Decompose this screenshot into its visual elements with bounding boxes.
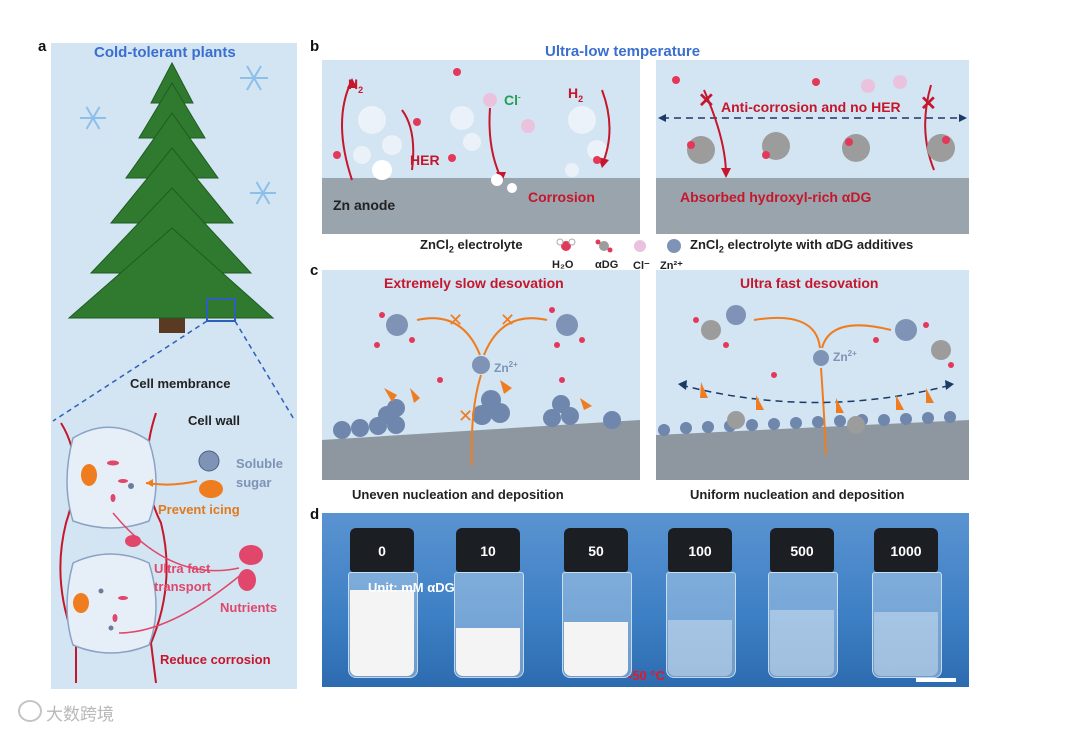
electrolyte-right-label: ZnCl2 electrolyte with αDG additives (690, 237, 913, 255)
panel-c-left-scene: ✕ ✕ ✕ (322, 270, 640, 480)
svg-text:✕: ✕ (458, 406, 473, 426)
transport-label-2: transport (154, 579, 211, 594)
cell-membrane-label: Cell membrance (130, 376, 230, 391)
watermark-text: 大数跨境 (46, 700, 114, 725)
svg-text:✕: ✕ (448, 310, 463, 330)
panel-a-label: a (38, 38, 46, 55)
panel-c-right-scene (656, 270, 969, 480)
uneven-deposition-caption: Uneven nucleation and deposition (352, 487, 564, 502)
vial-contents (564, 622, 628, 676)
soluble-sugar-label-1: Soluble (236, 456, 283, 471)
panel-b-title: Ultra-low temperature (545, 43, 700, 60)
her-label: HER (410, 152, 440, 168)
absorbed-adg-label: Absorbed hydroxyl-rich αDG (680, 189, 871, 205)
fast-desolvation-title: Ultra fast desovation (740, 275, 878, 291)
vial-concentration-label: 1000 (874, 543, 938, 559)
cl-label: Cl- (504, 92, 521, 108)
transport-label-1: Ultra fast (154, 561, 210, 576)
temperature-label: -50 °C (628, 668, 665, 683)
vial-contents (350, 590, 414, 676)
watermark-logo-icon (18, 700, 42, 722)
zn-ion-right-label: Zn2+ (833, 349, 857, 364)
vial-contents (668, 620, 732, 676)
soluble-sugar-label-2: sugar (236, 475, 271, 490)
vial-contents (770, 610, 834, 676)
vial-concentration-label: 50 (564, 543, 628, 559)
corrosion-label: Corrosion (528, 189, 595, 205)
cell-wall-label: Cell wall (188, 413, 240, 428)
slow-desolvation-title: Extremely slow desovation (384, 275, 564, 291)
vial-concentration-label: 0 (350, 543, 414, 559)
panel-d-label: d (310, 506, 319, 523)
nutrients-label: Nutrients (220, 600, 277, 615)
electrolyte-left-label: ZnCl2 electrolyte (420, 237, 523, 255)
vial-concentration-label: 500 (770, 543, 834, 559)
prevent-icing-label: Prevent icing (158, 502, 240, 517)
reduce-corrosion-label: Reduce corrosion (160, 652, 271, 667)
vial-concentration-label: 100 (668, 543, 732, 559)
pine-tree-foliage (69, 63, 273, 318)
h2-left-label: H2 (348, 76, 363, 95)
panel-b-label: b (310, 38, 319, 55)
scale-bar (916, 678, 956, 682)
panel-c-label: c (310, 262, 318, 279)
unit-label: Unit: mM αDG (368, 580, 455, 595)
anti-corrosion-label: Anti-corrosion and no HER (721, 99, 901, 115)
svg-text:✕: ✕ (698, 90, 715, 112)
zn-ion-left-label: Zn2+ (494, 360, 518, 375)
panel-b-right-scene: ✕ ✕ (656, 60, 969, 234)
uniform-deposition-caption: Uniform nucleation and deposition (690, 487, 905, 502)
legend-icons (552, 234, 687, 260)
vial-contents (874, 612, 938, 676)
h2-right-label: H2 (568, 85, 583, 104)
zn-anode-label: Zn anode (333, 197, 395, 213)
svg-text:✕: ✕ (920, 93, 937, 115)
vial-concentration-label: 10 (456, 543, 520, 559)
svg-text:✕: ✕ (500, 310, 515, 330)
vial-contents (456, 628, 520, 676)
